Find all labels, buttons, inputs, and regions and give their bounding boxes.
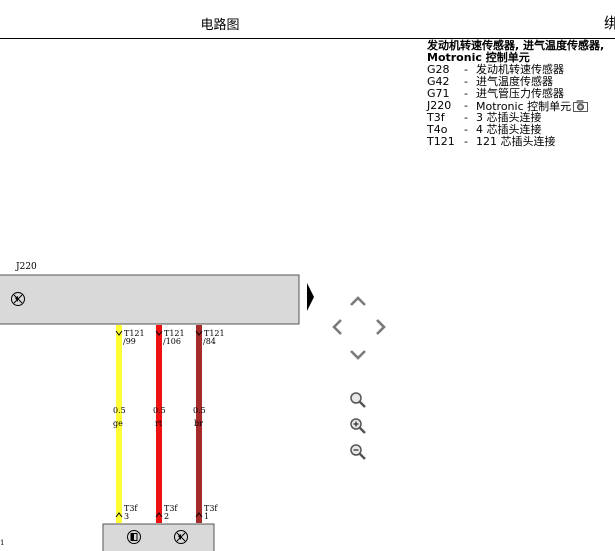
legend-separator: - xyxy=(464,123,468,136)
page-title: 电路图 xyxy=(200,18,240,33)
component-legend: 发动机转速传感器, 进气温度传感器, Motronic 控制单元 G28 - 发… xyxy=(427,40,615,148)
control-unit-symbol-icon xyxy=(11,292,25,306)
header-right-text: 绑 xyxy=(603,14,615,32)
legend-item-g42: G42 - 进气温度传感器 xyxy=(427,76,615,88)
header: 电路图 绑 xyxy=(0,0,615,39)
legend-description: 4 芯插头连接 xyxy=(476,123,542,136)
zoom-out-icon[interactable] xyxy=(349,443,367,461)
legend-item-g71: G71 - 进气管压力传感器 xyxy=(427,88,615,100)
wire-top-pin-number: /99 xyxy=(123,337,136,346)
legend-description: 121 芯插头连接 xyxy=(476,135,556,148)
wire-bottom-pin: T3f xyxy=(164,504,178,513)
wire-top-pin: T121 xyxy=(164,329,185,338)
wire-top-pin-number: /106 xyxy=(163,337,181,346)
legend-description: 3 芯插头连接 xyxy=(476,111,542,124)
legend-item-t4o: T4o - 4 芯插头连接 xyxy=(427,124,615,136)
legend-code: G28 xyxy=(427,63,450,76)
legend-description: 进气管压力传感器 xyxy=(476,87,564,100)
continuation-arrow-icon xyxy=(307,283,314,311)
sensor-box[interactable] xyxy=(102,523,215,551)
wire-top-pin: T121 xyxy=(124,329,145,338)
pan-left-button[interactable] xyxy=(330,318,344,336)
camera-icon[interactable] xyxy=(573,100,589,112)
legend-code: J220 xyxy=(427,99,452,112)
legend-title-line-2: Motronic 控制单元 xyxy=(427,51,530,64)
wire-bottom-pin-number: 1 xyxy=(204,512,209,521)
legend-code: T121 xyxy=(427,135,455,148)
control-unit-box[interactable] xyxy=(0,274,300,325)
wire-gauge: 0.5 xyxy=(113,406,126,415)
wire-yellow[interactable] xyxy=(115,325,123,523)
wire-color-code: rt xyxy=(155,419,163,428)
bottom-left-mark: 1 xyxy=(0,539,4,547)
pan-up-button[interactable] xyxy=(349,295,367,307)
wire-gauge: 0.5 xyxy=(153,406,166,415)
wire-red[interactable] xyxy=(155,325,163,523)
wire-brown[interactable] xyxy=(195,325,203,523)
legend-code: T4o xyxy=(427,123,448,136)
legend-separator: - xyxy=(464,75,468,88)
legend-item-t121: T121 - 121 芯插头连接 xyxy=(427,136,615,148)
legend-separator: - xyxy=(464,111,468,124)
wire-bottom-pin-number: 2 xyxy=(164,512,169,521)
legend-separator: - xyxy=(464,87,468,100)
legend-description: 发动机转速传感器 xyxy=(476,63,564,76)
legend-separator: - xyxy=(464,63,468,76)
wire-color-code: ge xyxy=(113,419,123,428)
legend-title-line-1: 发动机转速传感器, 进气温度传感器, xyxy=(427,39,605,52)
wire-bottom-pin-number: 3 xyxy=(124,512,129,521)
component-label-j220: J220 xyxy=(15,262,37,272)
wire-top-pin: T121 xyxy=(204,329,225,338)
zoom-in-icon[interactable] xyxy=(349,417,367,435)
legend-code: T3f xyxy=(427,111,445,124)
legend-description: Motronic 控制单元 xyxy=(476,100,572,113)
legend-description: 进气温度传感器 xyxy=(476,75,553,88)
circuit-diagram: J220 T121 /99 0.5 ge T3f 3 T121 xyxy=(0,262,314,551)
wire-bottom-pin: T3f xyxy=(204,504,218,513)
legend-item-g28: G28 - 发动机转速传感器 xyxy=(427,64,615,76)
wire-color-code: br xyxy=(194,419,203,428)
legend-item-t3f: T3f - 3 芯插头连接 xyxy=(427,112,615,124)
zoom-fit-icon[interactable] xyxy=(349,391,367,409)
sensor-symbol-icon xyxy=(174,530,188,544)
sensor-element-icon xyxy=(127,530,141,544)
pan-down-button[interactable] xyxy=(349,349,367,361)
wire-top-pin-number: /84 xyxy=(203,337,216,346)
legend-separator: - xyxy=(464,135,468,148)
legend-code: G71 xyxy=(427,87,450,100)
wire-bottom-pin: T3f xyxy=(124,504,138,513)
pan-right-button[interactable] xyxy=(374,318,388,336)
legend-item-j220: J220 - Motronic 控制单元 xyxy=(427,99,615,113)
legend-code: G42 xyxy=(427,75,450,88)
legend-separator: - xyxy=(464,99,468,112)
wire-gauge: 0.5 xyxy=(193,406,206,415)
